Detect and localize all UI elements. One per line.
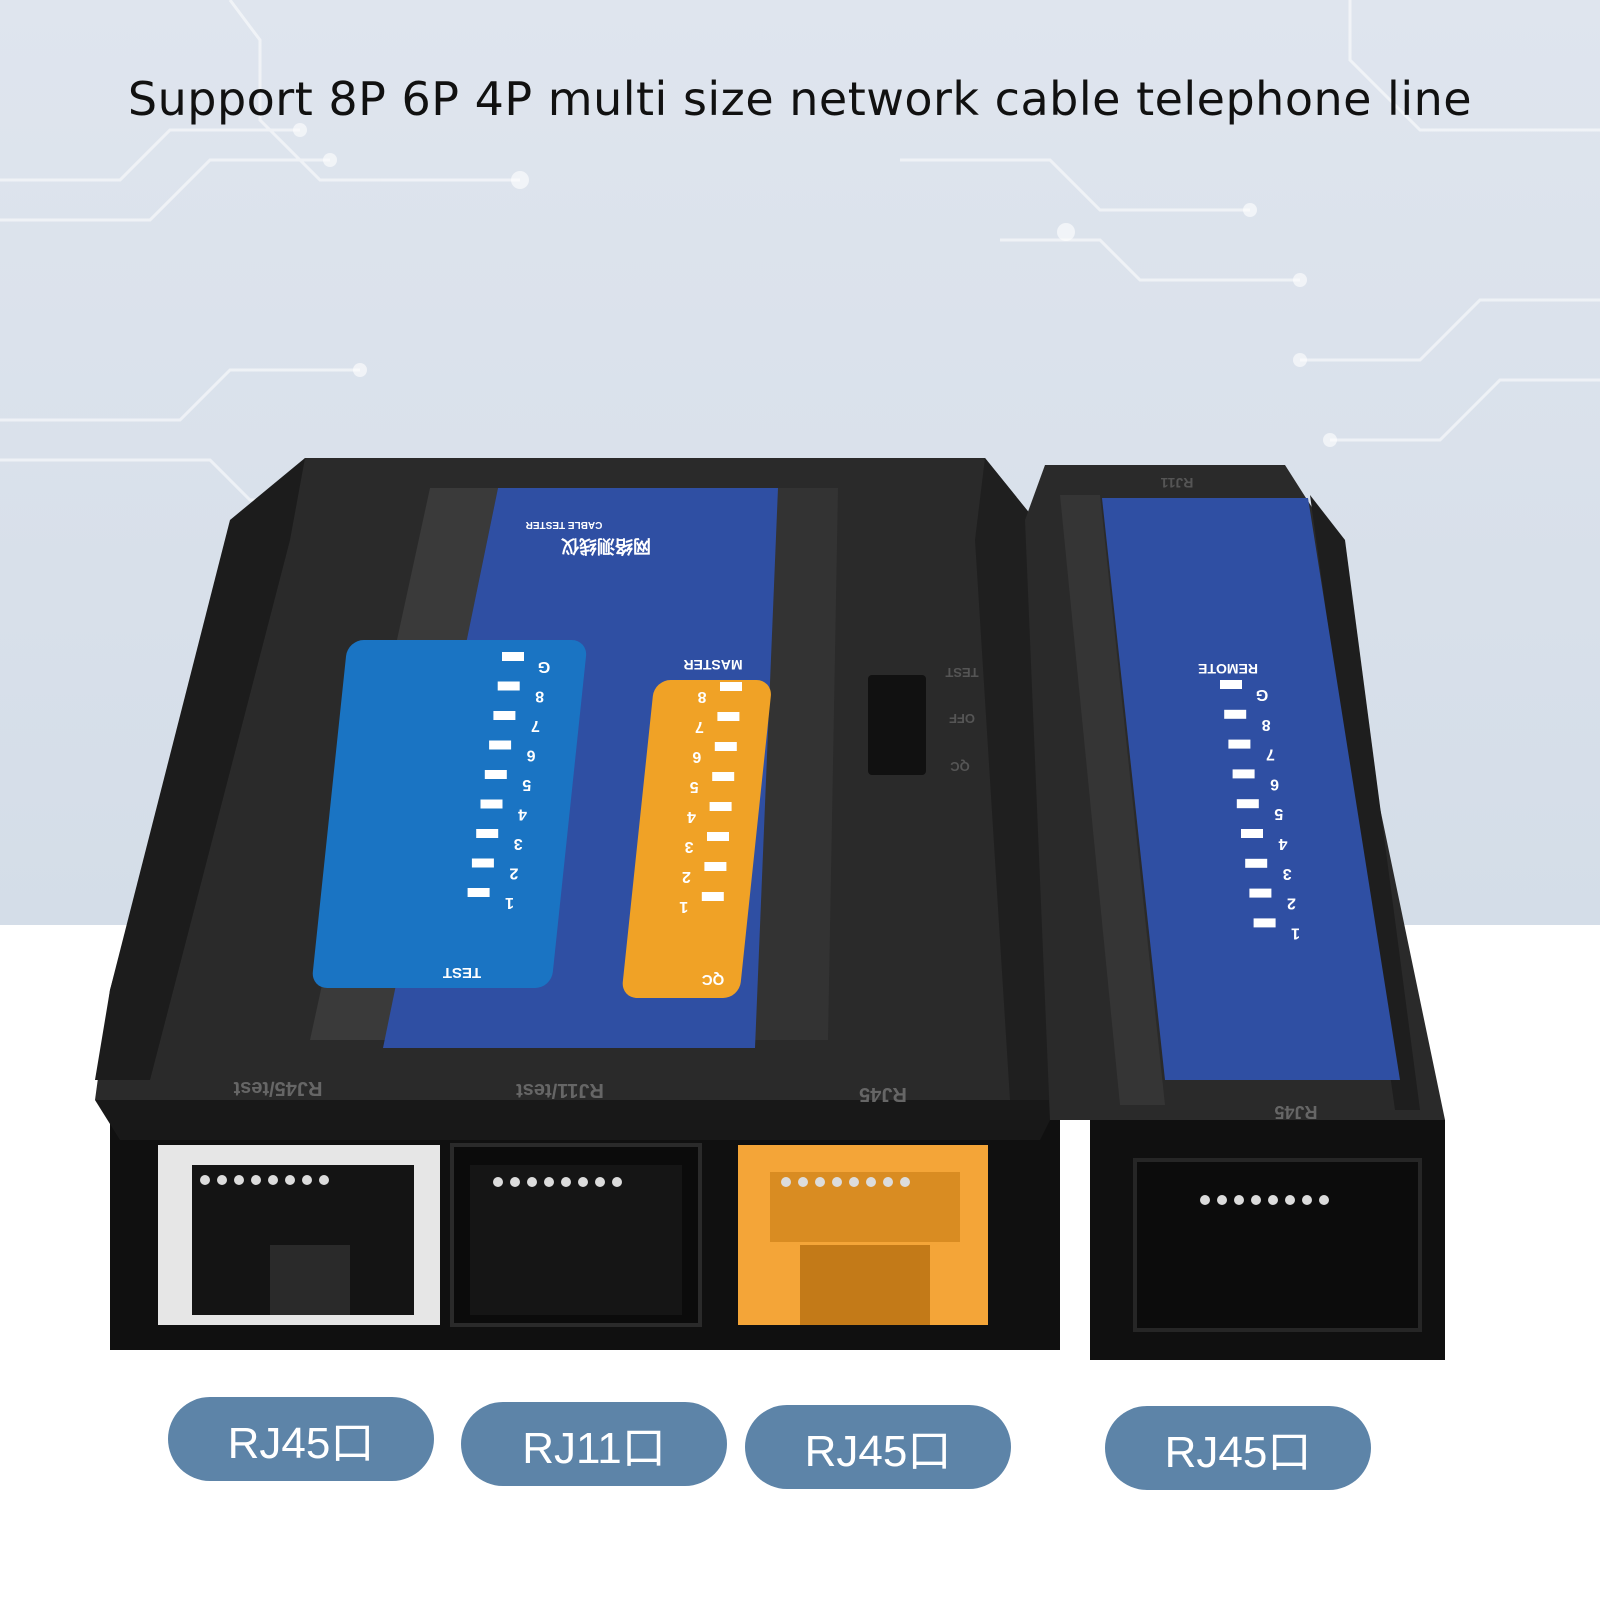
test-led-label: 6	[527, 747, 536, 764]
qc-led-8	[720, 682, 742, 691]
test-led-label: 8	[535, 688, 544, 705]
caption-pill-rj45-test: RJ45口	[168, 1397, 434, 1481]
caption-pill-rj45-orange: RJ45口	[745, 1405, 1011, 1489]
qc-led-label: 3	[684, 838, 693, 855]
test-led-3	[476, 829, 499, 838]
test-led-7	[493, 711, 516, 720]
master-right-rail	[752, 488, 838, 1040]
qc-label: QC	[702, 971, 725, 988]
qc-led-1	[701, 892, 724, 901]
qc-led-label: 1	[679, 898, 688, 915]
remote-label: REMOTE	[1198, 661, 1258, 677]
remote-port-contacts	[1200, 1195, 1329, 1205]
master-panel-text: 网络测线仪 CABLE TESTER MASTER TEST QC TEST O…	[233, 519, 978, 1105]
qc-led-6	[714, 742, 737, 751]
port-contacts	[200, 1175, 910, 1187]
remote-led-1	[1253, 918, 1276, 928]
caption-pill-rj11: RJ11口	[461, 1402, 727, 1486]
qc-led-label: 7	[695, 718, 704, 735]
qc-led-label: 2	[682, 868, 691, 885]
rj45-orange-port-latch	[800, 1245, 930, 1325]
master-label: MASTER	[683, 657, 742, 673]
test-led-8	[497, 681, 520, 691]
test-led-2	[471, 858, 494, 868]
test-led-label: 1	[505, 894, 514, 911]
switch-test-label: TEST	[945, 665, 978, 680]
qc-led-label: 8	[697, 688, 706, 705]
master-front-bevel	[95, 1100, 1060, 1140]
master-unit	[95, 458, 1060, 1350]
remote-unit	[1025, 465, 1445, 1360]
test-led-label: G	[538, 658, 550, 675]
test-led-label: 4	[518, 806, 527, 823]
remote-led-label: 8	[1262, 716, 1271, 733]
remote-led-6	[1232, 769, 1255, 779]
remote-led-label: 4	[1278, 835, 1287, 852]
switch-off-label: OFF	[949, 711, 975, 726]
test-led-label: 3	[514, 835, 523, 852]
test-led-4	[480, 799, 503, 809]
rj11-test-port-hole	[470, 1165, 682, 1315]
qc-led-3	[707, 832, 729, 841]
qc-led-label: 6	[692, 748, 701, 765]
test-led-label: 2	[509, 865, 518, 882]
test-led-section	[312, 640, 587, 988]
remote-led-5	[1236, 799, 1259, 809]
qc-led-label: 5	[690, 778, 699, 795]
remote-blue-panel	[1102, 498, 1400, 1080]
qc-led-column: 8 7 6 5 4 3 2 1	[679, 682, 742, 915]
port-label-rj45: RJ45	[859, 1083, 907, 1105]
remote-led-label: 5	[1274, 805, 1283, 822]
test-led-6	[489, 740, 512, 750]
remote-led-4	[1241, 829, 1263, 838]
remote-port-label: RJ45	[1274, 1102, 1317, 1122]
rj45-test-latch	[270, 1245, 350, 1315]
qc-led-5	[712, 772, 735, 781]
remote-left-rail	[1060, 495, 1165, 1105]
test-led-5	[484, 770, 507, 779]
remote-led-label: 3	[1283, 865, 1292, 882]
headline: Support 8P 6P 4P multi size network cabl…	[127, 72, 1473, 126]
brand-cn: 网络测线仪	[560, 536, 651, 557]
qc-led-section	[622, 680, 771, 998]
test-label: TEST	[443, 964, 481, 981]
remote-led-8	[1224, 709, 1247, 719]
remote-led-2	[1249, 888, 1272, 898]
remote-led-label: G	[1256, 686, 1268, 703]
port-label-rj11-test: RJ11/test	[516, 1079, 604, 1101]
brand-en: CABLE TESTER	[525, 519, 602, 530]
remote-led-label: 7	[1266, 746, 1275, 763]
remote-rj45-port	[1133, 1158, 1422, 1332]
master-left-ridge	[95, 458, 305, 1080]
mode-switch[interactable]	[868, 675, 926, 775]
test-led-1	[467, 888, 490, 897]
test-led-column: G 8 7 6 5 4 3 2 1	[467, 652, 550, 911]
test-led-g	[502, 652, 524, 661]
remote-led-label: 2	[1287, 895, 1296, 912]
remote-led-7	[1228, 739, 1251, 749]
remote-right-rail	[1310, 495, 1420, 1110]
qc-led-4	[709, 802, 732, 811]
remote-panel-text: RJ11 REMOTE RJ45	[1160, 475, 1317, 1122]
qc-led-label: 4	[687, 808, 696, 825]
caption-pill-rj45-remote: RJ45口	[1105, 1406, 1371, 1490]
qc-led-2	[704, 862, 727, 871]
remote-led-label: 6	[1270, 775, 1279, 792]
port-label-rj45-test: RJ45/test	[233, 1077, 322, 1099]
remote-led-g	[1220, 680, 1242, 689]
test-led-label: 5	[522, 776, 531, 793]
remote-top-label: RJ11	[1160, 475, 1193, 491]
remote-led-3	[1245, 858, 1268, 868]
test-led-label: 7	[531, 717, 540, 734]
remote-led-column: G 8 7 6 5 4 3 2 1	[1220, 680, 1300, 941]
qc-led-7	[717, 712, 740, 721]
remote-led-label: 1	[1291, 924, 1300, 941]
switch-qc-label: QC	[950, 759, 970, 774]
